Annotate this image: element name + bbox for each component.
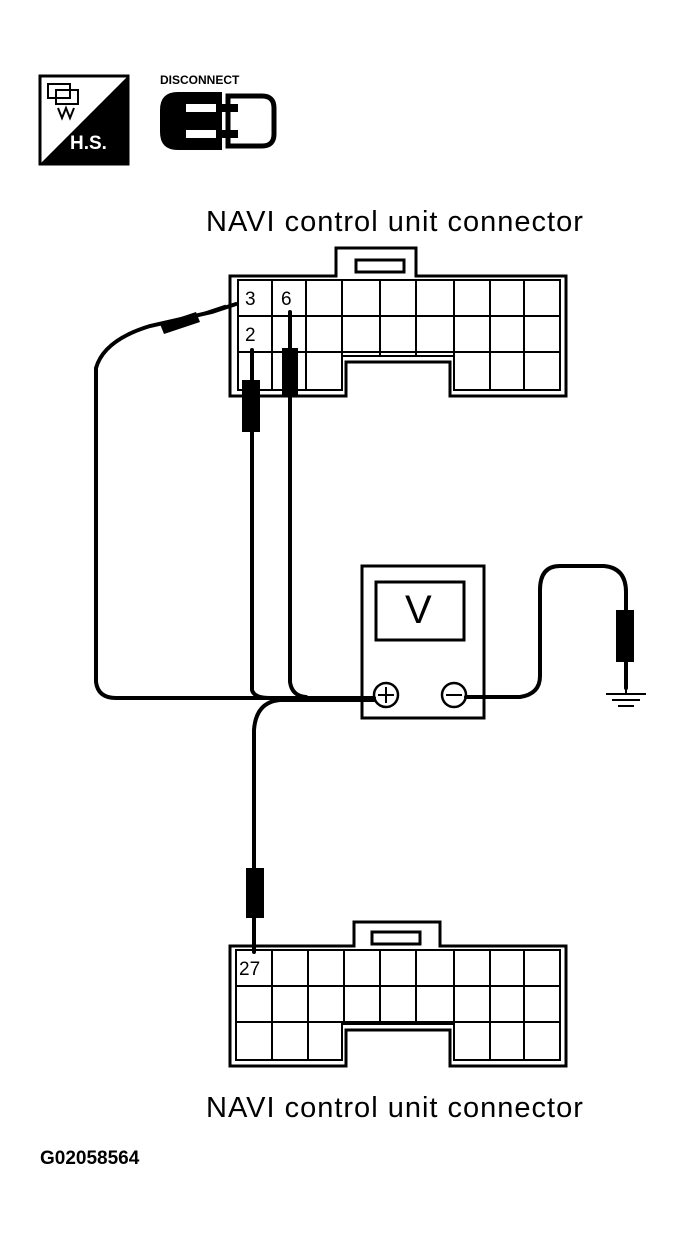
test-leads — [94, 302, 628, 954]
pin-label-3: 3 — [244, 289, 257, 310]
ground-icon — [606, 688, 646, 707]
hs-label: H.S. — [70, 133, 107, 154]
pin-label-6: 6 — [280, 289, 293, 310]
pin-label-2: 2 — [244, 325, 257, 346]
pin-label-27: 27 — [238, 959, 262, 980]
top-connector-title: NAVI control unit connector — [206, 206, 584, 238]
hs-icon — [38, 74, 130, 166]
top-connector — [228, 246, 568, 398]
voltmeter — [360, 564, 486, 720]
figure-id: G02058564 — [40, 1148, 140, 1169]
disconnect-icon — [160, 92, 277, 150]
disconnect-label: DISCONNECT — [160, 73, 240, 87]
probe-bodies — [160, 304, 634, 918]
bottom-connector — [228, 920, 568, 1068]
voltmeter-label: V — [405, 588, 432, 632]
bottom-connector-title: NAVI control unit connector — [206, 1092, 584, 1124]
